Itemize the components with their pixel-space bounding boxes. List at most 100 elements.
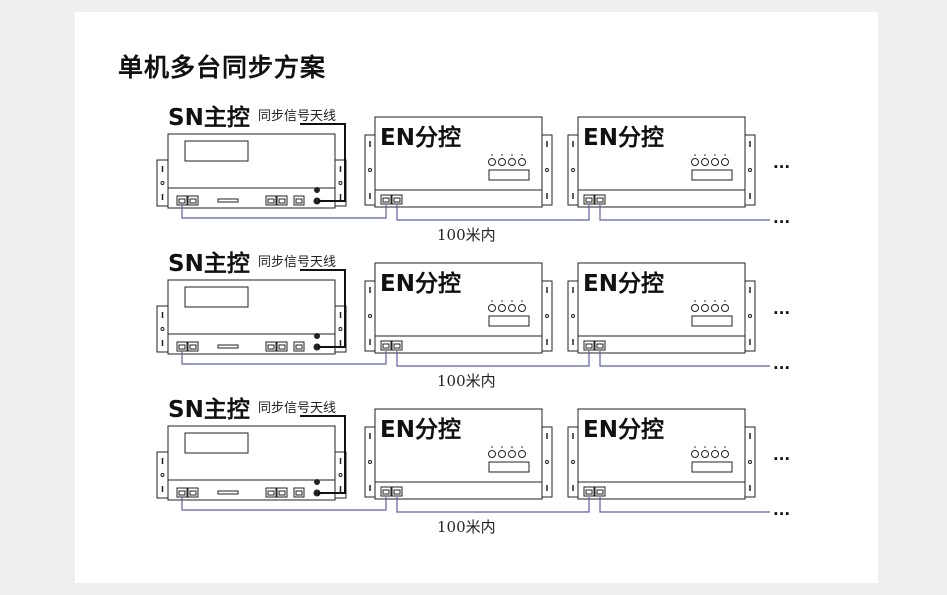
port-inner	[585, 489, 593, 495]
bracket-hole	[368, 168, 372, 172]
antenna-label: 同步信号天线	[258, 255, 336, 270]
indicator-dot	[714, 300, 716, 302]
master-label: SN主控	[168, 396, 250, 423]
button-icon	[498, 158, 506, 166]
button-icon	[508, 158, 516, 166]
port-inner	[267, 344, 275, 350]
button-icon	[508, 304, 516, 312]
button-icon	[691, 158, 699, 166]
port-inner	[393, 489, 401, 495]
bracket-hole	[571, 314, 575, 318]
indicator-dot	[724, 154, 726, 156]
continuation-dots: ...	[773, 355, 790, 373]
indicator-dot	[724, 446, 726, 448]
port-inner	[267, 198, 275, 204]
indicator-dot	[694, 446, 696, 448]
bracket-hole	[545, 168, 549, 172]
port-inner	[596, 489, 604, 495]
bracket-hole	[748, 460, 752, 464]
slave-label: EN分控	[583, 270, 664, 297]
continuation-dots: ...	[773, 154, 790, 172]
antenna-label: 同步信号天线	[258, 109, 336, 124]
indicator-dot	[714, 154, 716, 156]
bracket-hole	[160, 327, 165, 331]
antenna-connector-icon	[313, 197, 321, 205]
port-inner	[393, 343, 401, 349]
bracket-hole	[160, 473, 165, 477]
button-icon	[508, 450, 516, 458]
indicator-dot	[704, 446, 706, 448]
bracket-hole	[545, 460, 549, 464]
indicator-dot	[521, 446, 523, 448]
indicator-dot	[501, 300, 503, 302]
slave-display	[691, 461, 733, 473]
slave-label: EN分控	[583, 416, 664, 443]
button-icon	[488, 158, 496, 166]
en-slave-controller: EN分控	[364, 116, 553, 208]
slave-display	[488, 461, 530, 473]
network-cable	[599, 497, 770, 513]
button-icon	[498, 304, 506, 312]
bracket-hole	[368, 460, 372, 464]
indicator-dot	[511, 154, 513, 156]
slave-label: EN分控	[583, 124, 664, 151]
button-icon	[721, 450, 729, 458]
indicator-dot	[511, 300, 513, 302]
button-icon	[701, 304, 709, 312]
antenna-connector-icon	[313, 343, 321, 351]
indicator-dot	[704, 154, 706, 156]
en-slave-controller: EN分控	[364, 262, 553, 354]
antenna-label: 同步信号天线	[258, 401, 336, 416]
port-inner	[382, 197, 390, 203]
sn-master-controller: SN主控同步信号天线	[156, 396, 347, 501]
distance-label: 100米内	[437, 518, 496, 536]
sn-master-controller: SN主控同步信号天线	[156, 104, 347, 209]
port-inner	[189, 198, 197, 204]
master-slot	[217, 344, 239, 349]
port-inner	[382, 489, 390, 495]
button-icon	[691, 450, 699, 458]
indicator-dot	[694, 300, 696, 302]
bracket-hole	[571, 168, 575, 172]
port-inner	[585, 343, 593, 349]
button-icon	[711, 450, 719, 458]
button-icon	[498, 450, 506, 458]
sn-master-controller: SN主控同步信号天线	[156, 250, 347, 355]
antenna-cable	[300, 415, 346, 494]
bracket-hole	[748, 314, 752, 318]
slave-display	[691, 169, 733, 181]
slave-display	[488, 169, 530, 181]
network-cable	[181, 497, 387, 511]
slave-label: EN分控	[380, 270, 461, 297]
network-cable	[599, 205, 770, 221]
master-display	[184, 140, 249, 162]
button-icon	[711, 304, 719, 312]
port-inner	[295, 344, 303, 350]
button-icon	[701, 158, 709, 166]
slave-display	[488, 315, 530, 327]
port-inner	[278, 198, 286, 204]
port-inner	[267, 490, 275, 496]
indicator-dot	[491, 446, 493, 448]
bracket-hole	[160, 181, 165, 185]
antenna-connector-icon	[313, 489, 321, 497]
network-cable	[599, 351, 770, 367]
slave-label: EN分控	[380, 124, 461, 151]
indicator-dot	[521, 154, 523, 156]
bracket-hole	[748, 168, 752, 172]
button-icon	[488, 450, 496, 458]
indicator-dot	[694, 154, 696, 156]
antenna-connector-icon	[314, 187, 320, 193]
port-inner	[295, 490, 303, 496]
button-icon	[711, 158, 719, 166]
port-inner	[596, 343, 604, 349]
distance-label: 100米内	[437, 226, 496, 244]
network-cable	[396, 351, 590, 367]
diagram-title: 单机多台同步方案	[118, 53, 327, 82]
continuation-dots: ...	[773, 300, 790, 318]
button-icon	[691, 304, 699, 312]
continuation-dots: ...	[773, 501, 790, 519]
